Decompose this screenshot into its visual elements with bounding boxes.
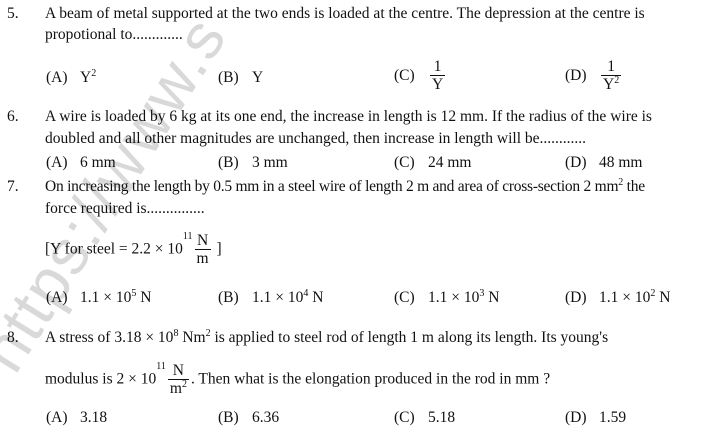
superscript: 3 (479, 288, 485, 299)
option-label: (D) (565, 409, 587, 426)
unit: N (308, 289, 324, 306)
question-text: On increasing the length by 0.5 mm in a … (45, 178, 645, 196)
option-value: 1.1 × 10 (80, 289, 132, 306)
text: . Then what is the elongation produced i… (190, 370, 551, 388)
option-label: (A) (46, 409, 68, 426)
superscript: 11 (156, 361, 166, 373)
superscript: 11 (182, 231, 193, 243)
option-value: 24 mm (428, 154, 472, 171)
option-c: (C) 5.18 (394, 409, 455, 427)
option-label: (D) (565, 154, 587, 171)
question-text: A wire is loaded by 6 kg at its one end,… (45, 108, 652, 125)
option-a: (A) 6 mm (46, 154, 116, 172)
question-text: doubled and all other magnitudes are unc… (45, 130, 587, 147)
option-label: (B) (218, 69, 239, 86)
option-value: 48 mm (599, 154, 643, 171)
text: On increasing the length by 0.5 mm in a … (45, 178, 619, 195)
superscript: 2 (614, 75, 620, 86)
denominator: m2 (168, 379, 189, 398)
option-a: (A) Y2 (46, 69, 96, 87)
option-c: (C) 1.1 × 103 N (394, 289, 499, 307)
question-number: 7. (7, 178, 19, 195)
option-label: (D) (565, 66, 587, 84)
option-value: Y (80, 69, 92, 86)
option-d: (D) 48 mm (565, 154, 643, 172)
option-a: (A) 1.1 × 105 N (46, 289, 151, 307)
option-b: (B) Y (218, 69, 263, 87)
option-value: 1.1 × 10 (252, 289, 304, 306)
option-b: (B) 1.1 × 104 N (218, 289, 323, 307)
question-text: propotional to............. (45, 26, 183, 43)
unit: N (655, 289, 671, 306)
option-d: (D) 1.1 × 102 N (565, 289, 670, 307)
option-value: 5.18 (428, 409, 456, 426)
question-number: 8. (7, 329, 19, 346)
option-label: (A) (46, 69, 68, 86)
numerator: N (194, 232, 211, 250)
superscript: 2 (650, 288, 656, 299)
denominator: Y2 (601, 75, 621, 94)
denominator: Y (432, 76, 444, 93)
text: ] (216, 240, 222, 258)
text: [Y for steel = 2.2 × 10 (45, 240, 183, 258)
option-label: (A) (46, 289, 68, 306)
option-label: (C) (394, 289, 415, 306)
option-label: (B) (218, 154, 239, 171)
option-label: (A) (46, 154, 68, 171)
text: modulus is 2 × 10 (45, 370, 157, 388)
option-b: (B) 6.36 (218, 409, 279, 427)
option-d: (D) 1.59 (565, 409, 626, 427)
option-b: (B) 3 mm (218, 154, 288, 172)
superscript: 2 (91, 68, 97, 79)
superscript: 2 (618, 177, 624, 188)
numerator: 1 (430, 58, 446, 76)
question-text: A stress of 3.18 × 108 Nm2 is applied to… (45, 329, 608, 347)
option-value: 3 mm (252, 154, 288, 171)
superscript: 5 (131, 288, 137, 299)
option-value: 1.1 × 10 (599, 289, 651, 306)
superscript: 2 (181, 379, 187, 390)
denominator-base: m (169, 380, 182, 397)
numerator: 1 (601, 58, 622, 76)
denominator-base: Y (603, 76, 615, 93)
superscript: 8 (173, 328, 179, 339)
option-label: (B) (218, 409, 239, 426)
question-text: force required is............... (45, 200, 205, 217)
superscript: 4 (303, 288, 309, 299)
option-value: 6.36 (252, 409, 280, 426)
question-number: 5. (7, 5, 19, 22)
option-label: (D) (565, 289, 587, 306)
text: the (623, 178, 645, 195)
denominator: m (196, 250, 209, 267)
option-label: (C) (394, 154, 415, 171)
option-label: (C) (394, 66, 415, 84)
question-number: 6. (7, 108, 19, 125)
option-label: (B) (218, 289, 239, 306)
option-value: Y (252, 69, 264, 86)
numerator: N (167, 362, 189, 380)
text: is applied to steel rod of length 1 m al… (210, 329, 609, 346)
text: A stress of 3.18 × 10 (45, 329, 174, 346)
option-c: (C) 24 mm (394, 154, 472, 172)
option-value: 3.18 (80, 409, 108, 426)
option-value: 1.59 (599, 409, 627, 426)
option-label: (C) (394, 409, 415, 426)
unit: N (136, 289, 152, 306)
option-value: 1.1 × 10 (428, 289, 480, 306)
question-text: A beam of metal supported at the two end… (45, 5, 645, 22)
unit: N (484, 289, 500, 306)
superscript: 2 (205, 328, 211, 339)
text: Nm (178, 329, 206, 346)
option-a: (A) 3.18 (46, 409, 107, 427)
option-value: 6 mm (80, 154, 116, 171)
